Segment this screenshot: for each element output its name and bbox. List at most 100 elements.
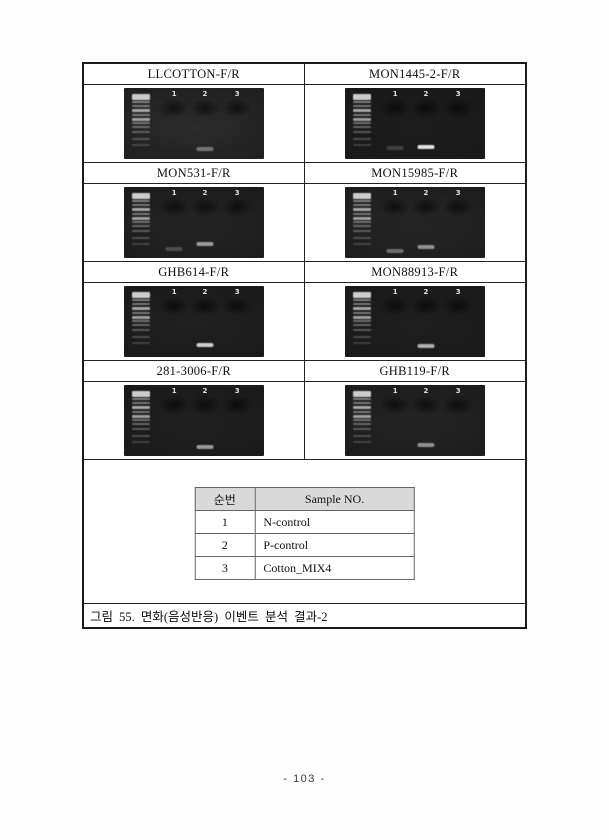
ladder-band (132, 94, 151, 101)
ladder-band (132, 410, 151, 413)
ladder-band (353, 423, 372, 426)
ladder-band (353, 193, 372, 200)
ladder-band (132, 243, 151, 246)
pcr-band (386, 145, 404, 150)
ladder-band (132, 324, 151, 327)
lane-number: 1 (171, 189, 177, 197)
lane-number: 2 (202, 288, 208, 296)
ladder-band (353, 329, 372, 332)
pcr-band (417, 443, 435, 448)
panel-title-row: LLCOTTON-F/R MON1445-2-F/R (84, 64, 525, 85)
ladder-band (353, 105, 372, 108)
ladder-band (132, 212, 151, 215)
table-row: 2 P-control (194, 533, 415, 557)
lane-number: 3 (455, 387, 461, 395)
sample-table-header-no: 순번 (194, 487, 256, 511)
ladder-band (353, 101, 372, 104)
ladder-band (132, 236, 151, 239)
lane-number: 3 (234, 189, 240, 197)
ladder-band (132, 122, 151, 125)
panel-title: 281-3006-F/R (84, 361, 305, 381)
lane-number: 2 (423, 189, 429, 197)
ladder-band (132, 113, 151, 116)
ladder-band (132, 221, 151, 224)
ladder-band (353, 315, 372, 319)
ladder-band (353, 398, 372, 401)
ladder-band (353, 434, 372, 437)
panel-title-row: GHB614-F/R MON88913-F/R (84, 262, 525, 283)
sample-no: 3 (194, 556, 256, 580)
lane-number: 3 (455, 288, 461, 296)
ladder-band (353, 131, 372, 134)
gel-well (437, 95, 480, 122)
ladder-band (353, 406, 372, 410)
ladder-band (132, 428, 151, 431)
lane-number: 1 (392, 90, 398, 98)
ladder-band (353, 292, 372, 299)
gel-cell: 1 2 3 (305, 184, 526, 261)
ladder-band (353, 236, 372, 239)
ladder-band (132, 441, 151, 444)
lane-number: 2 (423, 387, 429, 395)
ladder-band (132, 200, 151, 203)
ladder-band (132, 315, 151, 319)
ladder-band (132, 131, 151, 134)
panel-title: GHB614-F/R (84, 262, 305, 282)
table-row: 1 N-control (194, 510, 415, 534)
ladder-band (132, 320, 151, 323)
gel-well (216, 194, 259, 221)
lane-number: 2 (423, 90, 429, 98)
ladder-band (132, 423, 151, 426)
lane-number: 1 (171, 90, 177, 98)
ladder-band (353, 320, 372, 323)
ladder-band (132, 307, 151, 311)
sample-name: N-control (254, 510, 415, 534)
ladder-band (353, 208, 372, 212)
lane-number: 3 (455, 189, 461, 197)
sample-table-header-sample: Sample NO. (254, 487, 415, 511)
lane-number: 1 (171, 387, 177, 395)
ladder-band (132, 342, 151, 345)
gel-cell: 1 2 3 (84, 184, 305, 261)
ladder-band (132, 419, 151, 422)
panel-title: MON15985-F/R (371, 165, 459, 180)
gel-well (437, 392, 480, 419)
gel-well (437, 194, 480, 221)
gel-image: 1 2 3 (344, 187, 485, 258)
ladder-band (132, 402, 151, 405)
ladder-band (132, 406, 151, 410)
ladder-band (132, 216, 151, 220)
panel-title-row: MON531-F/R MON15985-F/R (84, 163, 525, 184)
ladder-band (353, 303, 372, 306)
lane-number: 2 (202, 189, 208, 197)
sample-name: Cotton_MIX4 (254, 556, 415, 580)
lane-number: 1 (392, 189, 398, 197)
ladder-band (353, 410, 372, 413)
figure-table: LLCOTTON-F/R MON1445-2-F/R 1 2 3 1 2 3 MON53… (82, 62, 527, 629)
figure-caption: 그림 55. 면화(음성반응) 이벤트 분석 결과-2 (84, 604, 525, 627)
ladder-band (132, 292, 151, 299)
gel-well (216, 392, 259, 419)
lane-number: 3 (234, 288, 240, 296)
ladder-band (353, 221, 372, 224)
ladder-band (353, 335, 372, 338)
ladder-band (353, 299, 372, 302)
sample-name: P-control (254, 533, 415, 557)
pcr-band (417, 245, 435, 250)
lane-number: 3 (234, 387, 240, 395)
sample-legend-section: 순번 Sample NO. 1 N-control 2 P-control 3 … (84, 460, 525, 604)
ladder-band (353, 117, 372, 121)
ladder-band (353, 126, 372, 129)
ladder-band (132, 105, 151, 108)
ladder-band (353, 307, 372, 311)
gel-well (216, 95, 259, 122)
ladder-band (353, 311, 372, 314)
